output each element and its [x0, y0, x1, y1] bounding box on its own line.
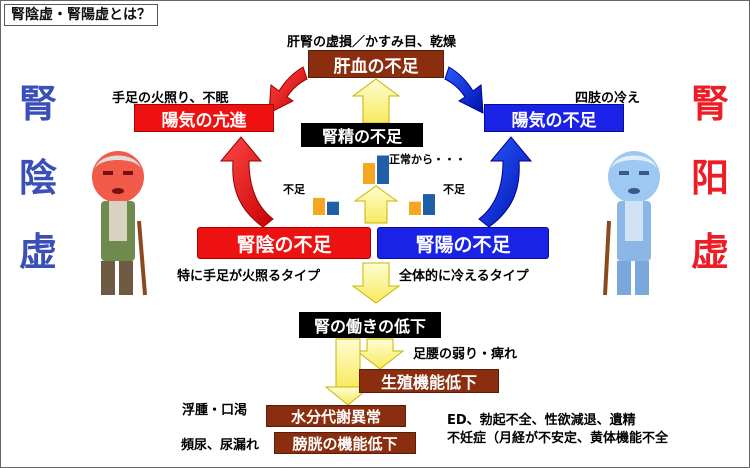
- box-suibun: 水分代謝異常: [266, 405, 406, 427]
- page-title: 腎陰虚・腎陽虚とは？: [4, 4, 158, 26]
- caption-koshi: 足腰の弱り・痺れ: [413, 347, 518, 362]
- bar-0-0: [363, 163, 375, 184]
- left-vertical-char-2: 陰: [19, 156, 58, 200]
- box-jinsei: 腎精の不足: [301, 123, 423, 147]
- caption-hinnyo: 頻尿、尿漏れ: [181, 438, 260, 453]
- bar-2-1: [423, 194, 435, 215]
- box-boukou: 膀胱の機能低下: [274, 432, 416, 454]
- right-vertical-char-3: 虚: [691, 230, 730, 274]
- arrow-red-down: [268, 66, 308, 114]
- box-hataraki: 腎の働きの低下: [299, 312, 441, 338]
- caption-top: 肝腎の虚損／かすみ目、乾燥: [287, 35, 457, 50]
- bar-1-1: [327, 201, 339, 215]
- caption-left-top: 手足の火照り、不眠: [112, 91, 229, 106]
- elderly-hot-figure: [92, 151, 147, 296]
- box-jinin: 腎陰の不足: [197, 227, 371, 259]
- caption-type-right: 全体的に冷えるタイプ: [399, 269, 529, 284]
- arrow-blue-down: [444, 66, 484, 114]
- caption-fushu: 浮腫・口渇: [182, 403, 248, 418]
- arrow-down-seishoku: [355, 338, 405, 370]
- caption-ed: ED、勃起不全、性欲減退、遺精: [447, 413, 636, 428]
- arrow-down-suibun: [335, 338, 361, 388]
- arrow-blue-up: [478, 136, 533, 228]
- arrow-red-up: [219, 136, 274, 228]
- left-vertical-char-3: 虚: [19, 230, 58, 274]
- caption-normal: 正常から・・・: [389, 153, 466, 166]
- box-jinyou: 腎陽の不足: [377, 227, 549, 259]
- caption-type-left: 特に手足が火照るタイプ: [177, 269, 321, 284]
- left-vertical-char-1: 腎: [19, 82, 58, 126]
- box-seishoku: 生殖機能低下: [359, 369, 499, 393]
- box-yoki-kou: 陽気の亢進: [134, 104, 274, 132]
- arrow-up-top: [351, 78, 401, 124]
- arrow-down-hataraki: [351, 262, 401, 304]
- bar-2-0: [409, 201, 421, 215]
- elderly-cold-figure: [603, 151, 660, 296]
- right-vertical-char-2: 阳: [691, 156, 730, 200]
- box-kanketsu: 肝血の不足: [308, 50, 444, 78]
- arrow-up-mid: [353, 185, 399, 224]
- caption-funin: 不妊症（月経が不安定、黄体機能不全: [447, 431, 669, 446]
- bar-1-0: [313, 197, 325, 215]
- caption-right-top: 四肢の冷え: [575, 91, 641, 106]
- caption-fusoku-right: 不足: [443, 183, 465, 196]
- caption-fusoku-left: 不足: [283, 183, 305, 196]
- bar-0-1: [377, 155, 389, 184]
- bar-groups: [313, 155, 435, 215]
- right-vertical-char-1: 腎: [691, 82, 730, 126]
- box-yoki-fusoku: 陽気の不足: [484, 104, 624, 132]
